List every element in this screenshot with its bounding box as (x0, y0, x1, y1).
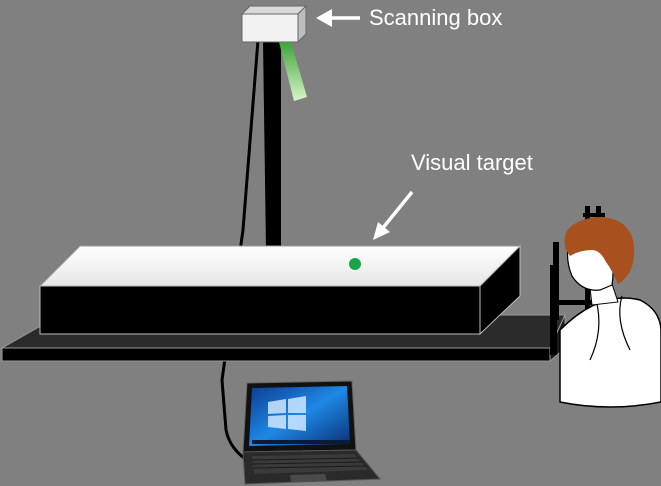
support-pole (263, 35, 281, 257)
arrow-visual-target (373, 190, 414, 240)
taskbar (252, 440, 350, 444)
laptop (242, 380, 382, 485)
participant (559, 217, 661, 408)
display-box (38, 244, 522, 336)
visual-target-dot (349, 258, 361, 270)
scanning-box-label: Scanning box (369, 5, 503, 30)
arrow-scanning-box (316, 9, 360, 27)
windows-logo-icon (268, 399, 286, 414)
scanning-box (240, 4, 308, 44)
visual-target-label: Visual target (411, 150, 533, 175)
scan-beam (279, 42, 307, 101)
